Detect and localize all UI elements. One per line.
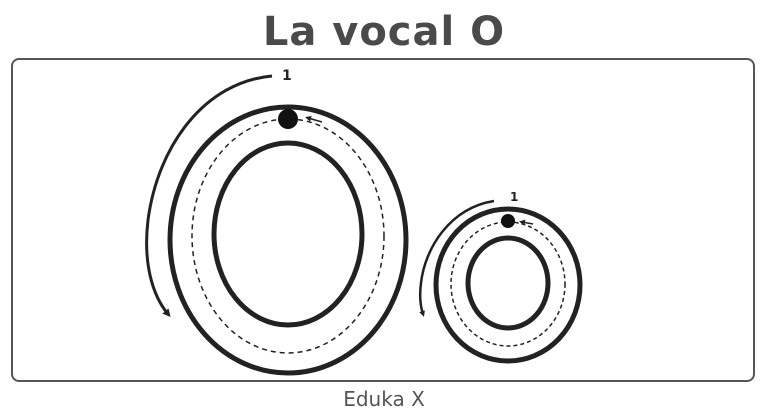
uppercase-o-inner-outline bbox=[211, 140, 365, 328]
uppercase-o-dashed-guide bbox=[191, 118, 385, 354]
uppercase-o-guide-arrow-icon bbox=[305, 115, 323, 123]
uppercase-o-start-dot bbox=[278, 109, 298, 129]
lowercase-o-letter: 1 bbox=[418, 190, 583, 364]
brand-footer: Eduka X bbox=[343, 387, 425, 411]
uppercase-o-direction-arrow-icon bbox=[145, 74, 273, 318]
uppercase-o-step-number: 1 bbox=[282, 68, 292, 84]
lowercase-o-step-number: 1 bbox=[510, 190, 518, 204]
lowercase-o-start-dot bbox=[501, 214, 515, 228]
lowercase-o-guide-arrow-icon bbox=[519, 219, 534, 226]
uppercase-o-letter: 1 bbox=[145, 68, 409, 376]
page-title: La vocal O bbox=[262, 9, 506, 55]
lowercase-o-inner-outline bbox=[465, 235, 551, 331]
lowercase-o-outer-outline bbox=[433, 206, 583, 364]
lowercase-o-direction-arrow-icon bbox=[418, 199, 495, 317]
uppercase-o-outer-outline bbox=[167, 104, 409, 376]
worksheet-frame bbox=[11, 58, 755, 382]
